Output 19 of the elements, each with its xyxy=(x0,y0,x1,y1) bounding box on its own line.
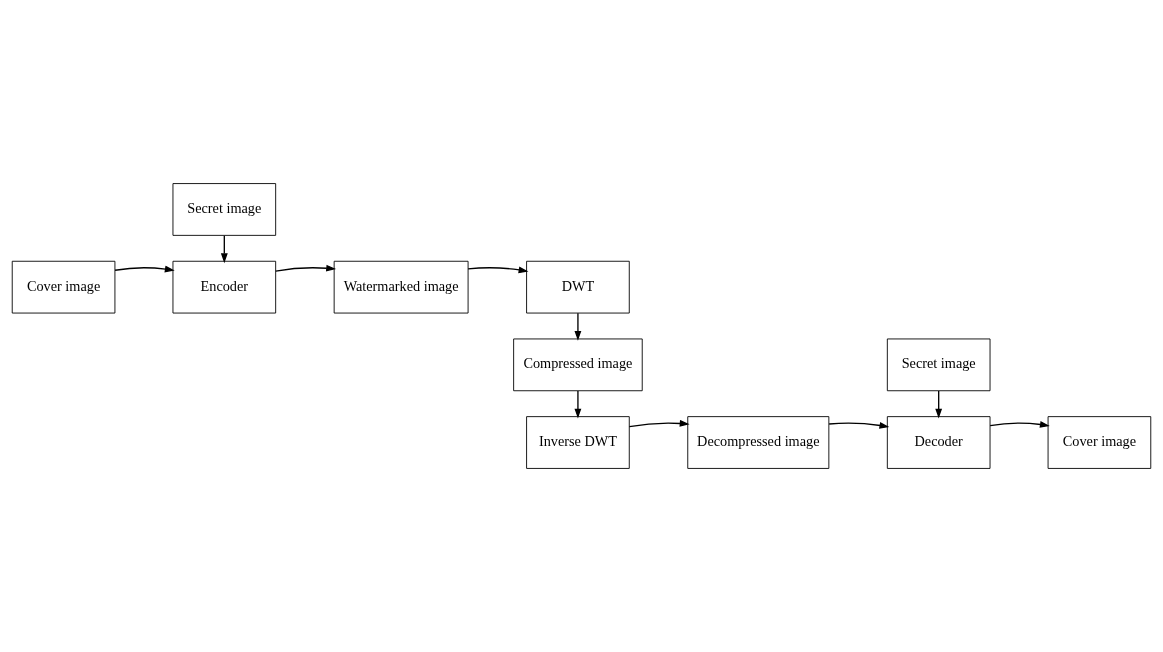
arrow xyxy=(989,421,1050,428)
node-box: Decompressed image xyxy=(687,416,830,469)
node-box: Encoder xyxy=(172,260,277,314)
node-box: Cover image xyxy=(1047,416,1152,469)
node-box: Inverse DWT xyxy=(526,416,630,469)
node-box: Decoder xyxy=(886,416,991,469)
node-box: DWT xyxy=(526,260,630,314)
node-box: Compressed image xyxy=(513,338,643,392)
node-box: Secret image xyxy=(172,183,277,236)
arrow xyxy=(574,390,582,419)
node-box: Watermarked image xyxy=(333,260,469,314)
arrow xyxy=(628,420,690,428)
node-box: Secret image xyxy=(886,338,991,392)
arrow xyxy=(828,422,890,429)
arrow xyxy=(114,265,175,273)
node-box: Cover image xyxy=(11,260,116,314)
arrow xyxy=(467,266,529,274)
arrow xyxy=(574,312,582,341)
arrow xyxy=(275,264,337,272)
